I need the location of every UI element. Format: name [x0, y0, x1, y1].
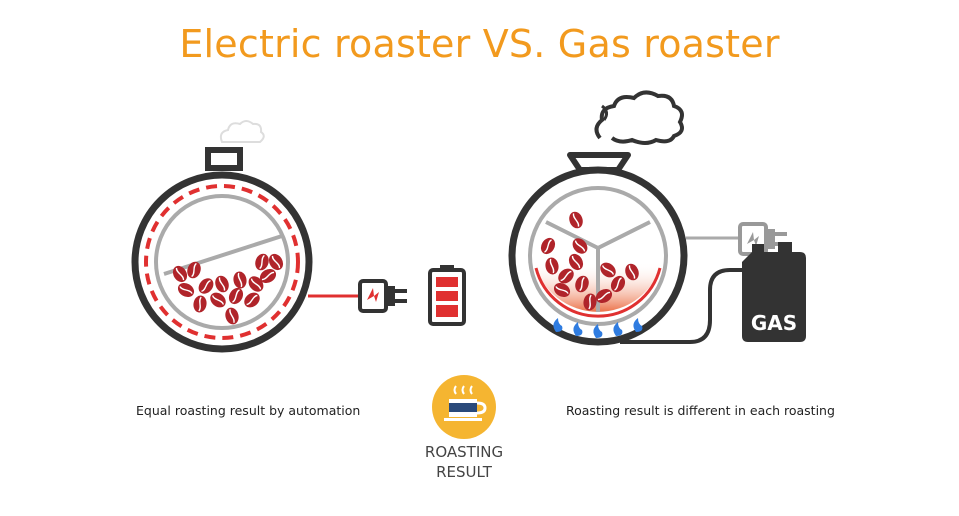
steam-cloud-icon — [219, 120, 265, 143]
page-title: Electric roaster VS. Gas roaster — [179, 22, 780, 66]
steam-cloud-icon — [594, 90, 684, 145]
plug-icon — [358, 279, 407, 313]
result-line-1: ROASTING — [424, 443, 504, 461]
gas-can-icon: GAS — [742, 242, 806, 342]
gas-caption: Roasting result is different in each roa… — [566, 403, 835, 418]
electric-caption: Equal roasting result by automation — [136, 403, 361, 418]
coffee-cup-icon — [444, 385, 487, 421]
flame-icon — [553, 318, 643, 338]
electric-neck — [205, 147, 243, 171]
result-line-2: RESULT — [436, 463, 492, 481]
gas-hose — [620, 268, 742, 344]
gas-can-label: GAS — [751, 311, 797, 335]
roasting-result-badge — [432, 375, 496, 439]
electric-roaster — [131, 120, 466, 353]
roasting-result-label: ROASTING RESULT — [404, 442, 524, 482]
electric-heating-ring — [144, 184, 300, 340]
gas-roaster: GAS — [508, 90, 806, 346]
electric-paddle — [163, 234, 283, 276]
battery-icon — [428, 265, 466, 326]
